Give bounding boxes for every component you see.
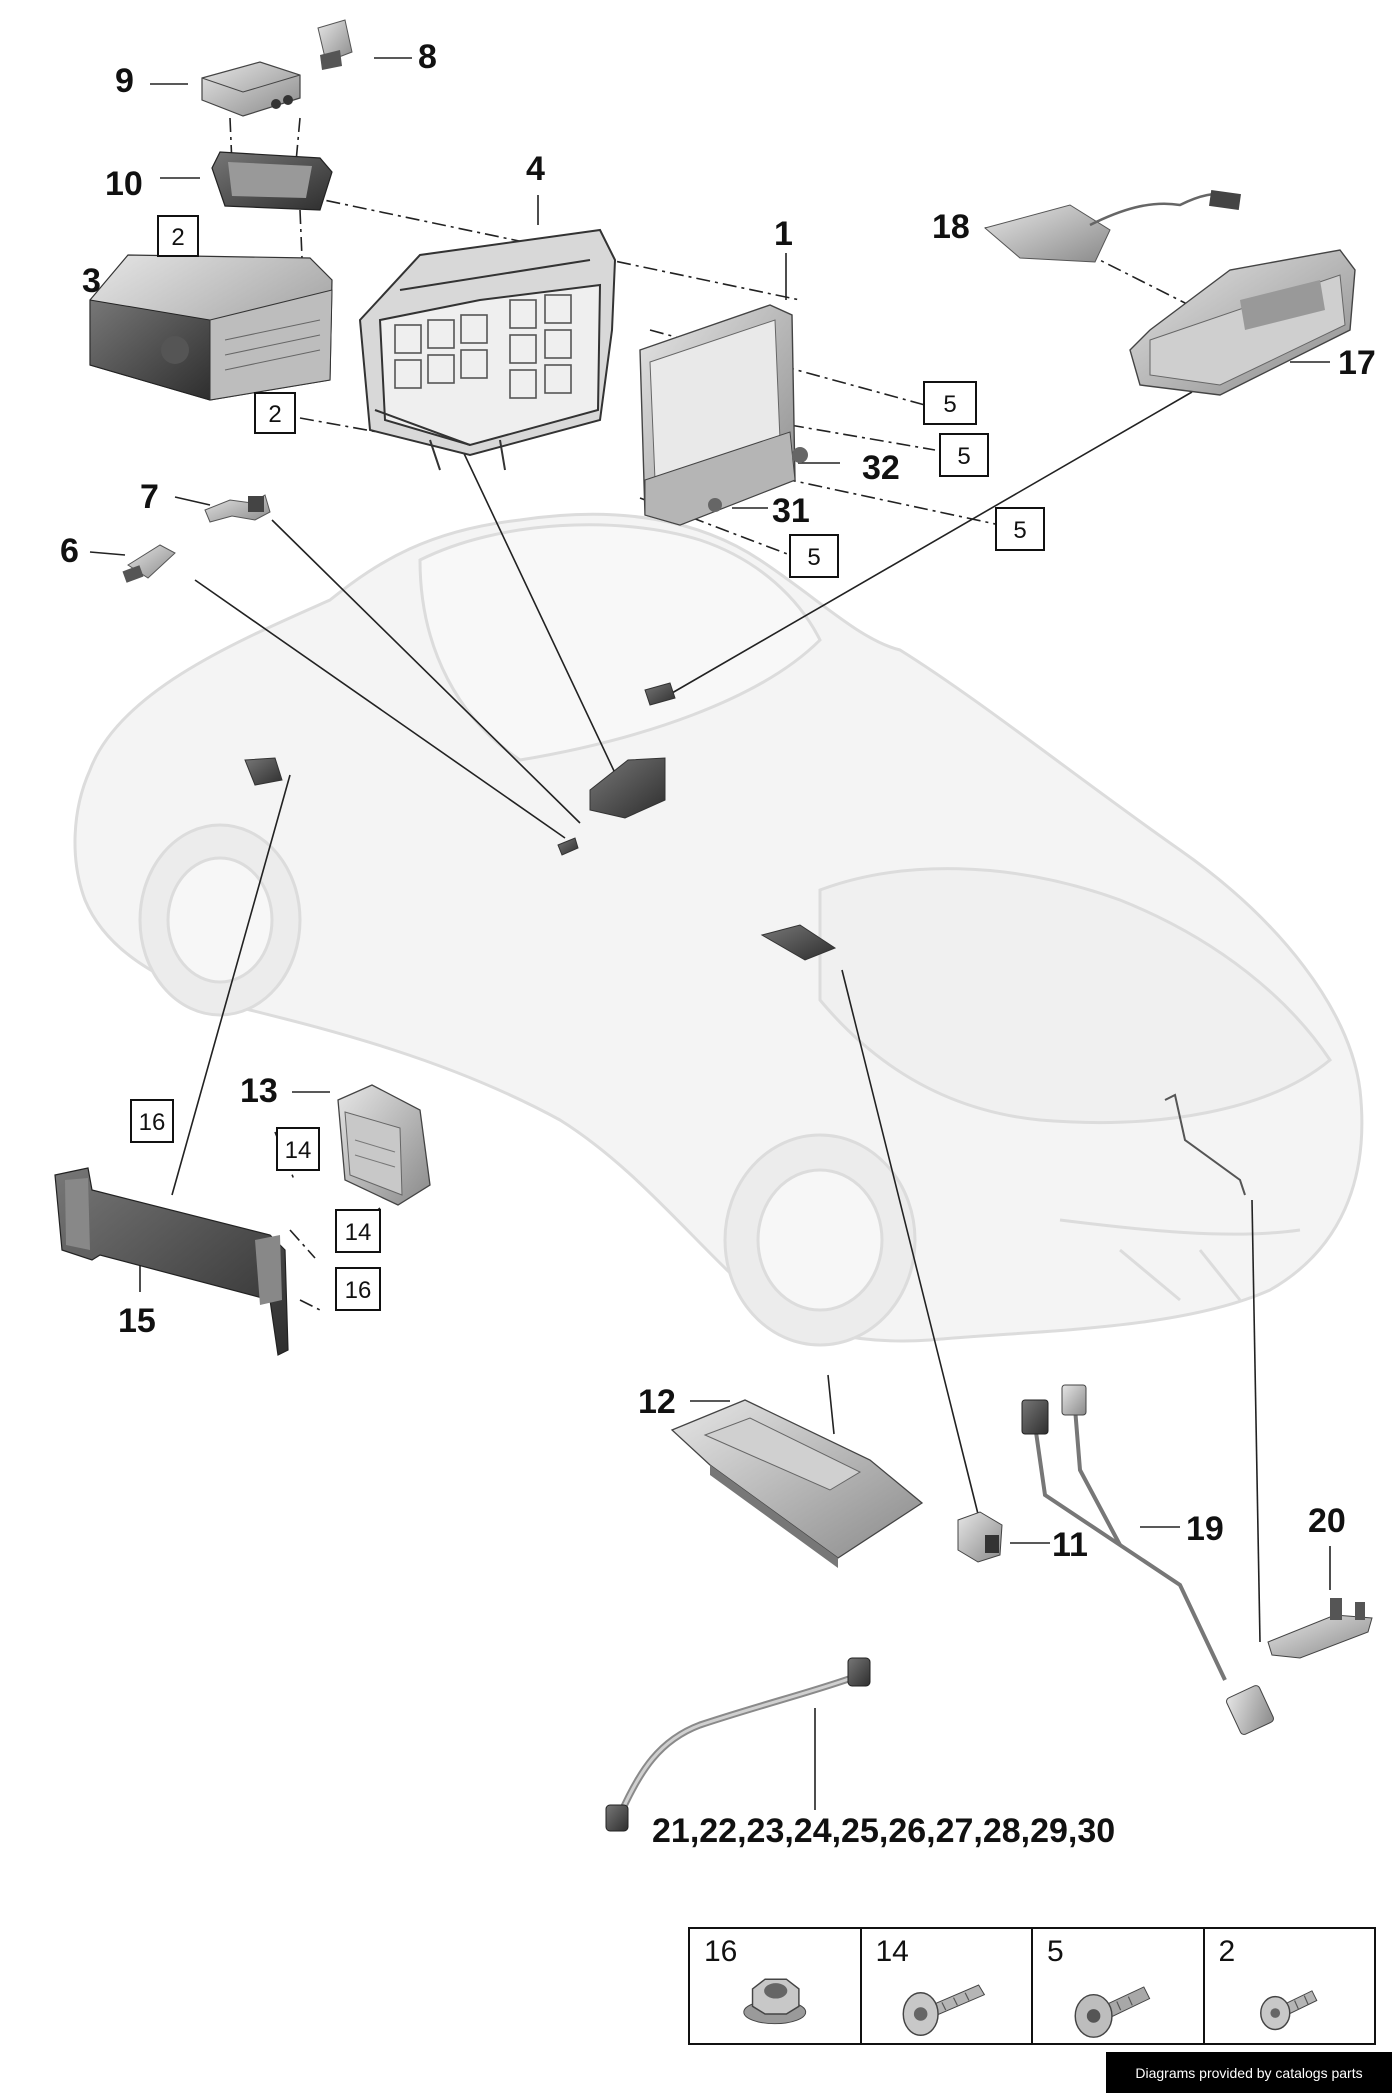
callout-17: 17 (1338, 344, 1376, 382)
callout-19: 19 (1186, 1510, 1224, 1548)
callout-13: 13 (240, 1072, 278, 1110)
part-10-bracket (211, 151, 333, 211)
part-15-bracket (54, 1167, 289, 1356)
torx-bolt-medium-icon (1074, 1986, 1151, 2038)
part-11-connector (957, 1511, 1003, 1563)
callout-8: 8 (418, 38, 437, 76)
callout-12: 12 (638, 1383, 676, 1421)
credit-banner: Diagrams provided by catalogs parts (1106, 2052, 1392, 2093)
callout-box-5c: 5 (1013, 517, 1026, 544)
part-6-connector (122, 544, 176, 583)
callout-box-16a: 16 (139, 1109, 166, 1136)
callout-box-16b: 16 (345, 1277, 372, 1304)
torx-bolt-long-icon (902, 1984, 985, 2036)
part-12-tray (670, 1399, 924, 1568)
part-8-connector (317, 19, 353, 70)
part-20-bracket (1267, 1598, 1373, 1659)
legend-cell-14: 14 (862, 1929, 1033, 2043)
car-silhouette (73, 512, 1364, 1347)
callout-11: 11 (1052, 1526, 1088, 1564)
callout-6: 6 (60, 532, 79, 570)
flange-nut-icon (743, 1978, 807, 2025)
callout-box-5d: 5 (807, 544, 820, 571)
callout-box-14a: 14 (285, 1137, 312, 1164)
part-3-unit (89, 254, 333, 401)
legend-cell-5: 5 (1033, 1929, 1205, 2043)
part-9-module (201, 61, 301, 117)
legend-number: 5 (1047, 1935, 1064, 1968)
torx-screw-short-icon (1259, 1990, 1317, 2031)
callout-21-30: 21,22,23,24,25,26,27,28,29,30 (652, 1812, 1115, 1850)
callout-18: 18 (932, 208, 970, 246)
callout-box-14b: 14 (345, 1219, 372, 1246)
part-1-head-unit (639, 304, 808, 526)
callout-box-2a: 2 (171, 224, 184, 251)
part-18-module (983, 189, 1241, 263)
part-4-frame (358, 228, 617, 471)
callout-7: 7 (140, 478, 159, 516)
callout-1: 1 (774, 215, 793, 253)
callout-10: 10 (105, 165, 143, 203)
legend-number: 16 (704, 1935, 738, 1968)
boxed-callouts (130, 215, 1045, 1311)
legend-number: 2 (1218, 1935, 1236, 1968)
part-19-cable (1021, 1384, 1274, 1735)
part-17-module (1129, 249, 1356, 396)
part-13-module (337, 1084, 431, 1206)
callout-box-5b: 5 (957, 443, 970, 470)
callout-4: 4 (526, 150, 545, 188)
callout-3: 3 (82, 262, 101, 300)
part-21-30-cable (605, 1657, 871, 1832)
callout-31: 31 (772, 492, 810, 530)
legend-cell-2: 2 (1205, 1929, 1375, 2043)
car-mounted-parts (244, 682, 1246, 1196)
callout-20: 20 (1308, 1502, 1346, 1540)
callout-32: 32 (862, 449, 900, 487)
fastener-legend: 16 14 5 2 (688, 1927, 1376, 2045)
callout-15: 15 (118, 1302, 156, 1340)
callout-box-2b: 2 (268, 401, 281, 428)
part-7-cable-connector (204, 494, 271, 523)
callout-9: 9 (115, 62, 134, 100)
legend-cell-16: 16 (690, 1929, 862, 2043)
callout-box-5a: 5 (943, 391, 956, 418)
legend-number: 14 (875, 1935, 909, 1968)
